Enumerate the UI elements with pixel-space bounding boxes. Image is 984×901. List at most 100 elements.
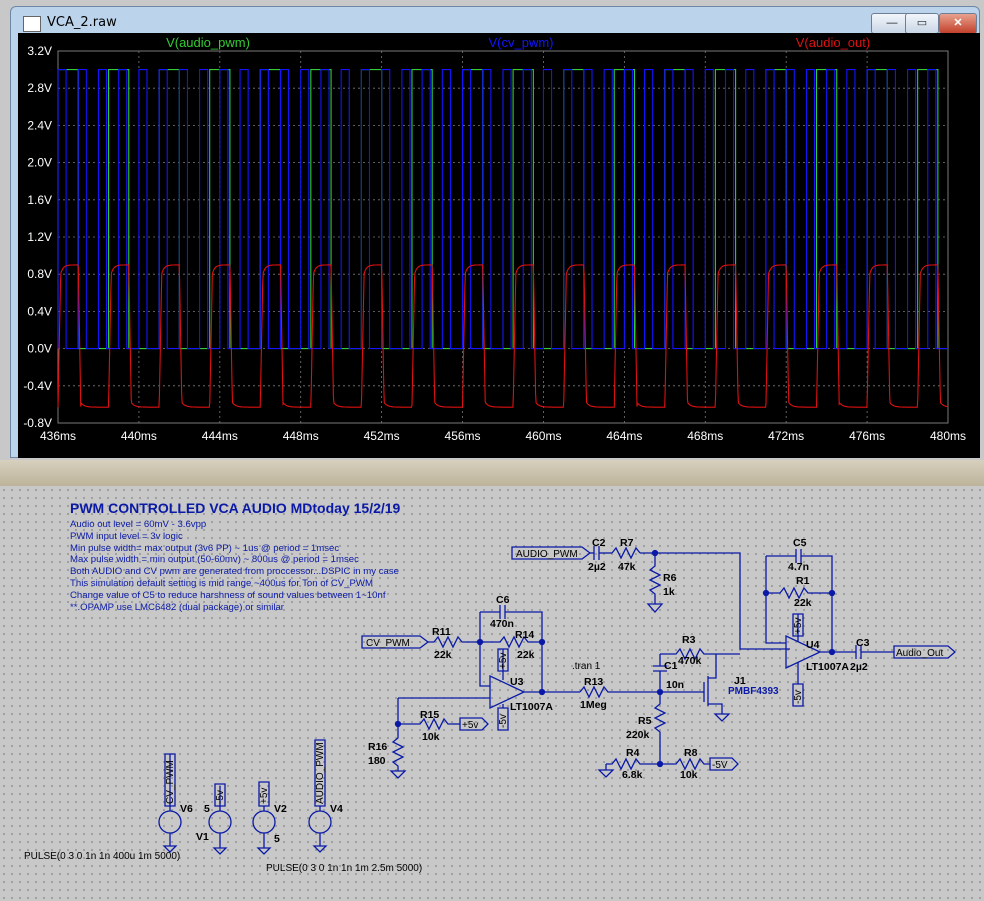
m5v-port[interactable]: -5V xyxy=(709,757,739,771)
cv-pwm-port[interactable]: CV_PWM xyxy=(361,635,430,649)
r15-resistor[interactable] xyxy=(397,698,452,731)
x-tick-label: 452ms xyxy=(364,429,400,443)
v1-source[interactable] xyxy=(208,783,232,855)
y-tick-label: 1.2V xyxy=(27,230,52,244)
r4-ref: R4 xyxy=(626,747,640,759)
c1-capacitor[interactable] xyxy=(653,654,667,692)
series-line-2 xyxy=(57,69,948,350)
r1-value: 22k xyxy=(794,597,812,609)
note-line: Min pulse width= max output (3v6 PP) ~ 1… xyxy=(70,542,340,554)
j1-jfet[interactable] xyxy=(703,676,709,706)
note-line: Audio out level = 60mV - 3.6vpp xyxy=(70,519,207,530)
r16-ref: R16 xyxy=(368,741,387,753)
title-bar[interactable]: VCA_2.raw — ▭ ✕ xyxy=(11,7,979,37)
v1-ref: V1 xyxy=(196,831,209,843)
r11-value: 22k xyxy=(434,649,452,661)
tran-directive[interactable]: .tran 1 xyxy=(572,661,601,672)
v2-source[interactable] xyxy=(252,781,276,855)
v2-vplus-tag xyxy=(258,781,270,807)
c5-capacitor[interactable] xyxy=(766,549,833,593)
pulse-spec-1[interactable]: PULSE(0 3 0 1n 1n 400u 1m 5000) xyxy=(24,851,180,862)
r4-value: 6.8k xyxy=(622,769,643,781)
r14-value: 22k xyxy=(517,649,535,661)
r16-resistor[interactable] xyxy=(391,724,405,771)
r14-resistor[interactable] xyxy=(480,635,542,649)
r13-resistor[interactable] xyxy=(579,685,660,699)
u3-vplus-tag xyxy=(497,648,509,672)
u4-vminus-label: -5v xyxy=(793,690,804,704)
note-line: Max pulse width = min output (50-60mv) ~… xyxy=(70,554,359,566)
r4-resistor[interactable] xyxy=(606,757,660,771)
u4-opamp[interactable] xyxy=(785,634,822,670)
u3-ref: U3 xyxy=(510,676,524,688)
cv-pwm-label: CV_PWM xyxy=(366,638,410,649)
j1-ref: J1 xyxy=(734,675,746,687)
p5v-port[interactable]: +5v xyxy=(459,717,489,731)
waveform-app-icon xyxy=(23,16,41,32)
u3-vminus-tag xyxy=(497,707,509,731)
v4-net-label: AUDIO_PWM xyxy=(315,742,326,804)
y-tick-label: 0.8V xyxy=(27,267,52,281)
r5-value: 220k xyxy=(626,729,650,741)
audio-out-label: Audio_Out xyxy=(896,648,943,659)
r13-value: 1Meg xyxy=(580,699,607,711)
close-button[interactable]: ✕ xyxy=(939,13,977,34)
desktop-background xyxy=(0,460,984,486)
c6-capacitor[interactable] xyxy=(480,605,543,692)
c3-value: 2µ2 xyxy=(850,661,868,673)
c2-ref: C2 xyxy=(592,537,606,549)
note-line: This simulation default setting is mid r… xyxy=(70,577,373,589)
x-tick-label: 444ms xyxy=(202,429,238,443)
series-line-3 xyxy=(57,264,949,408)
u3-vplus-label: +5v xyxy=(498,653,509,669)
v1-vminus-tag xyxy=(214,783,226,807)
schematic-editor[interactable]: PWM CONTROLLED VCA AUDIO MDtoday 15/2/19… xyxy=(0,486,984,901)
y-tick-label: 1.6V xyxy=(27,193,52,207)
j1-model: PMBF4393 xyxy=(728,686,779,697)
r1-resistor[interactable] xyxy=(765,556,833,652)
r6-value: 1k xyxy=(663,586,675,598)
r3-ref: R3 xyxy=(682,634,696,646)
x-tick-label: 468ms xyxy=(687,429,723,443)
v6-source[interactable] xyxy=(158,753,182,853)
u3-model: LT1007A xyxy=(510,701,553,713)
r7-ref: R7 xyxy=(620,537,634,549)
x-tick-label: 436ms xyxy=(40,429,76,443)
r11-ref: R11 xyxy=(432,626,451,638)
r3-resistor[interactable] xyxy=(660,647,740,661)
r5-resistor[interactable] xyxy=(653,692,667,764)
c6-ref: C6 xyxy=(496,594,510,606)
y-tick-label: 0.0V xyxy=(27,342,52,356)
y-tick-label: 3.2V xyxy=(27,44,52,58)
audio-pwm-port[interactable]: AUDIO_PWM xyxy=(511,546,592,560)
r6-resistor[interactable] xyxy=(648,553,662,604)
x-tick-label: 460ms xyxy=(525,429,561,443)
y-tick-label: -0.8V xyxy=(23,416,52,430)
r5-ref: R5 xyxy=(638,715,652,727)
note-line: PWM input level = 3v logic xyxy=(70,530,183,542)
r8-resistor[interactable] xyxy=(660,757,710,771)
v4-source[interactable] xyxy=(308,739,332,853)
audio-out-port[interactable]: Audio_Out xyxy=(893,645,956,659)
r15-ref: R15 xyxy=(420,709,439,721)
u4-vplus-tag xyxy=(792,613,804,637)
audio-pwm-net-tag xyxy=(314,739,326,807)
v1-vminus-label: -5v xyxy=(215,790,226,804)
maximize-button[interactable]: ▭ xyxy=(905,13,939,34)
legend-entry: V(audio_pwm) xyxy=(166,35,250,50)
pulse-spec-2[interactable]: PULSE(0 3 0 1n 1n 1m 2.5m 5000) xyxy=(266,863,422,874)
c1-value: 10n xyxy=(666,679,684,691)
note-line: **.OPAMP use LMC6482 (dual package) or s… xyxy=(70,601,284,613)
y-tick-label: 2.8V xyxy=(27,81,52,95)
r8-value: 10k xyxy=(680,769,698,781)
c1-ref: C1 xyxy=(664,660,678,672)
schematic-notes: PWM CONTROLLED VCA AUDIO MDtoday 15/2/19… xyxy=(70,500,400,613)
u3-opamp[interactable] xyxy=(489,674,526,710)
legend-entry: V(cv_pwm) xyxy=(488,35,553,50)
c3-ref: C3 xyxy=(856,637,870,649)
r15-value: 10k xyxy=(422,731,440,743)
u4-ref: U4 xyxy=(806,639,820,651)
r7-resistor[interactable] xyxy=(611,546,641,560)
